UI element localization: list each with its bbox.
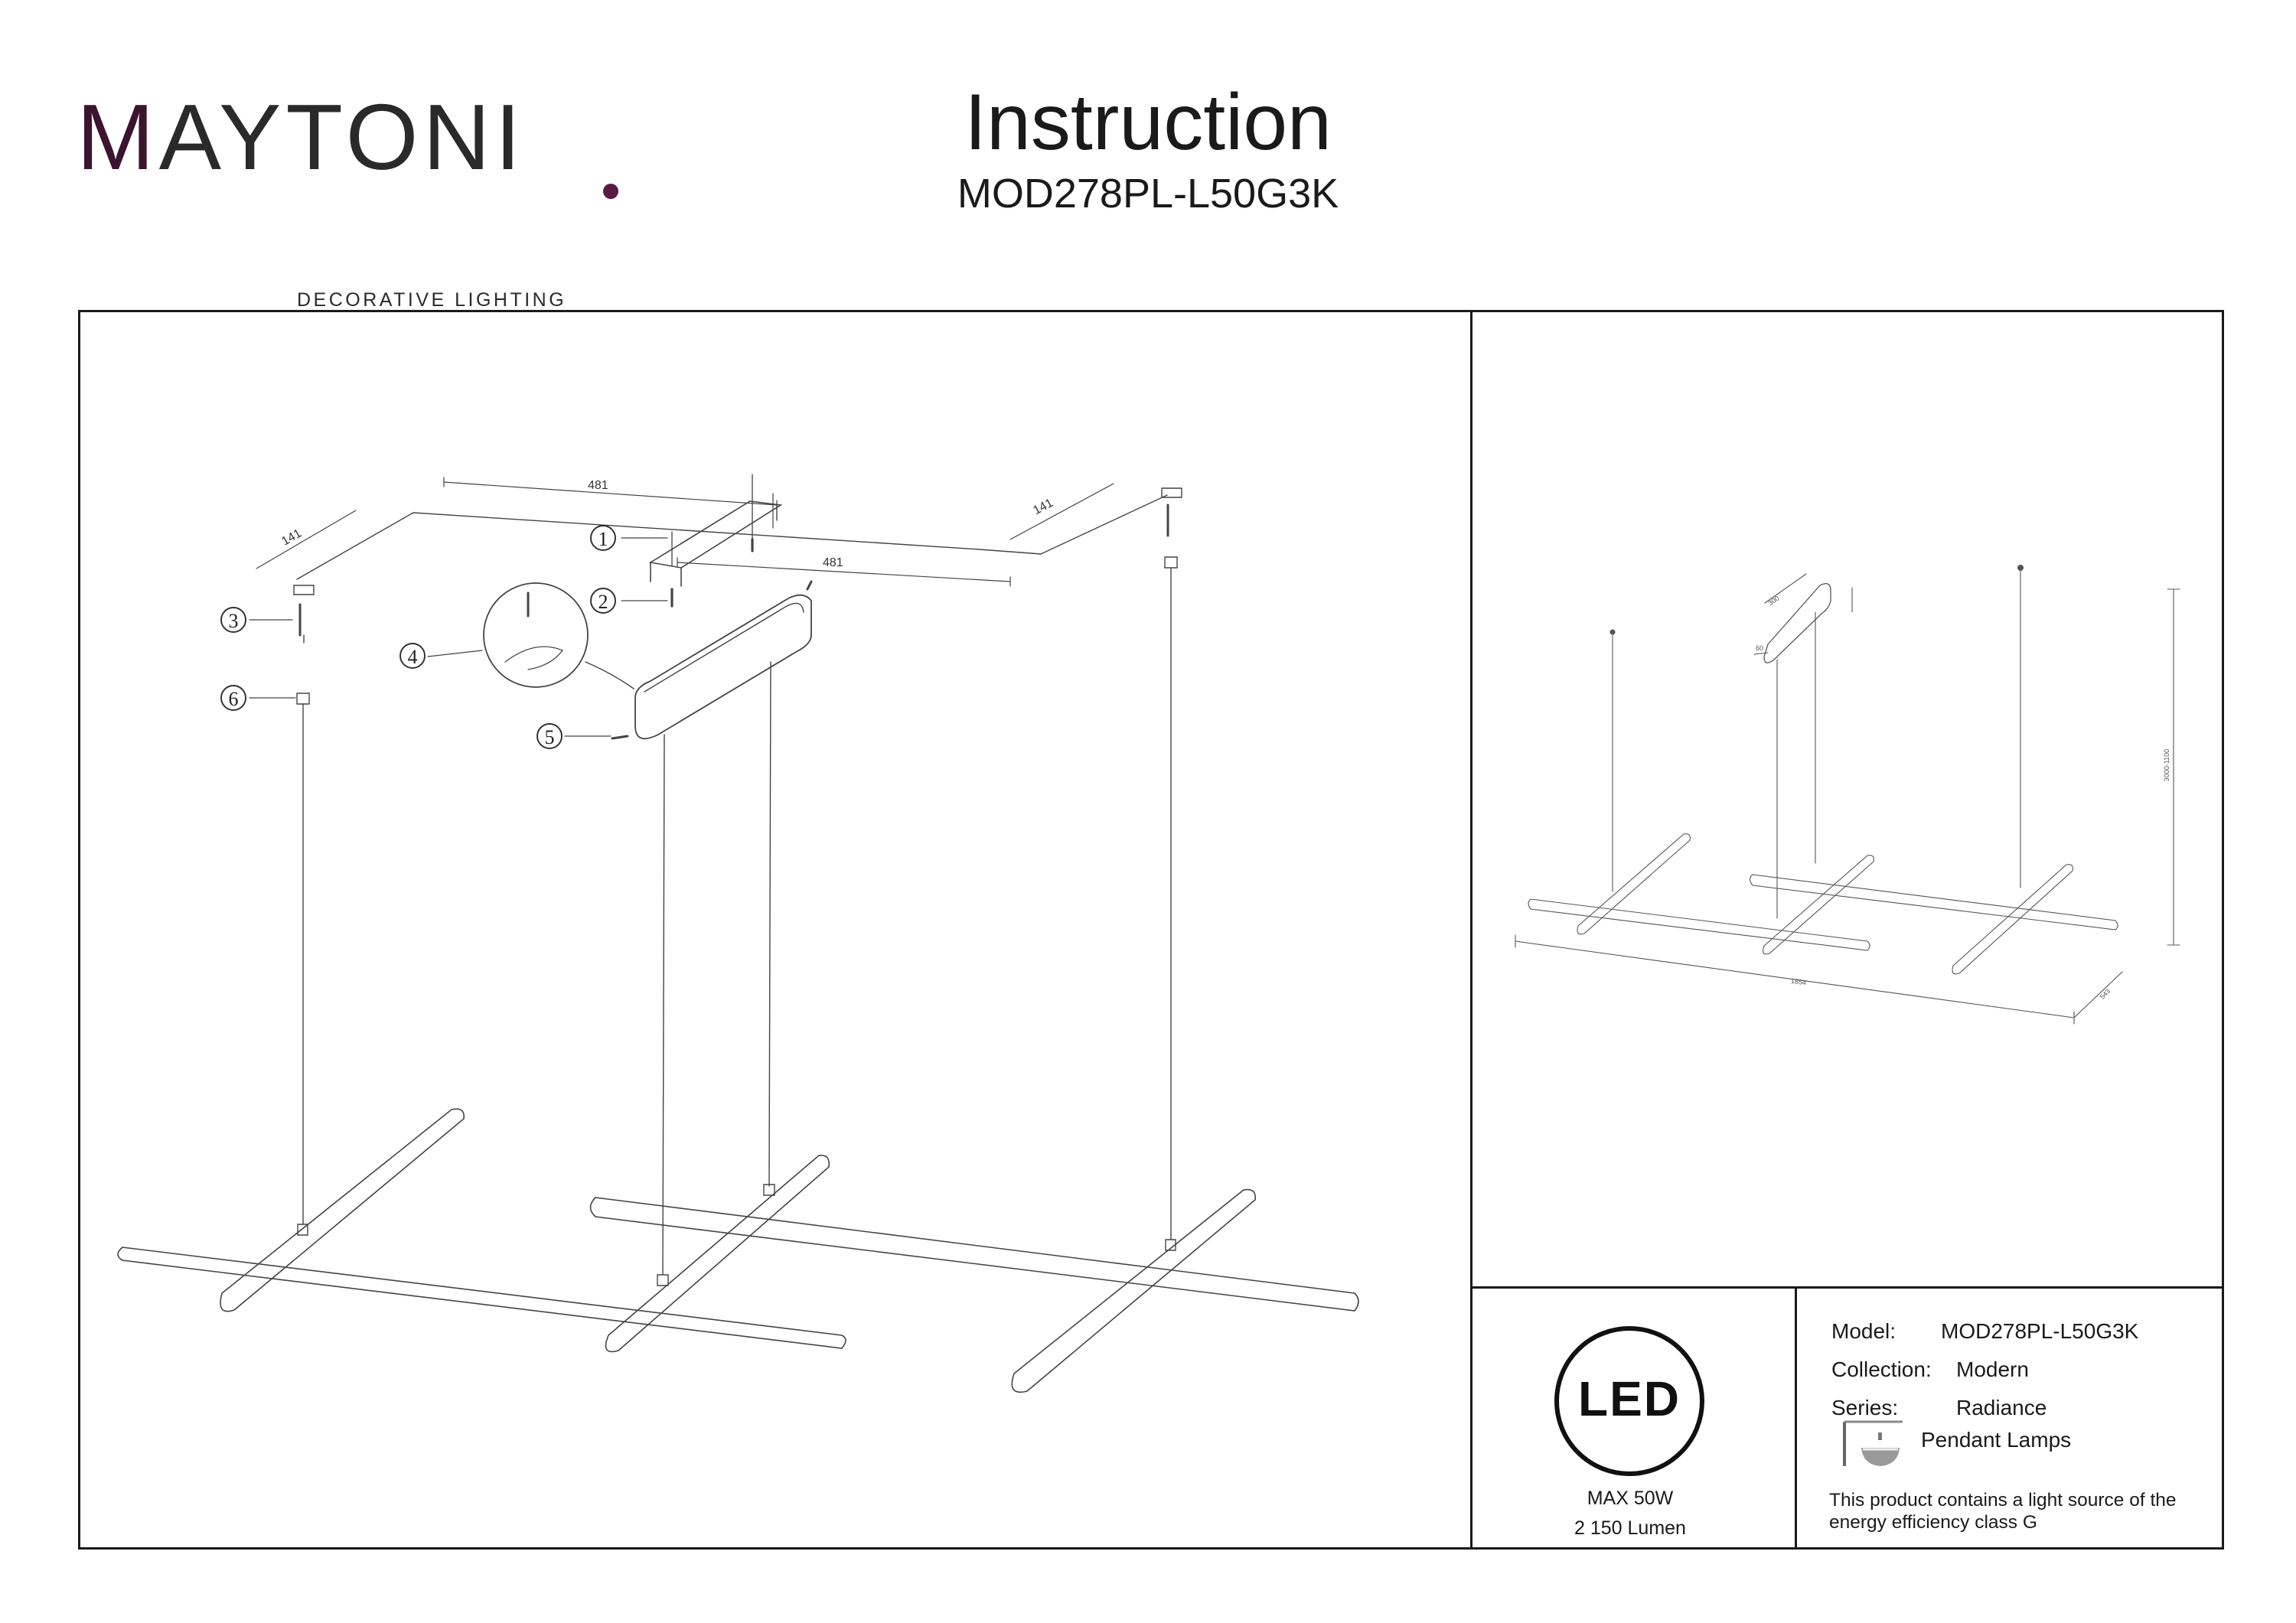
- overview-dimension-60: 60: [1756, 644, 1764, 652]
- ceiling-outline-right: [1041, 495, 1167, 554]
- callout-1: 1: [590, 525, 616, 551]
- brand-wordmark: MAYTONI: [77, 90, 526, 184]
- mounting-bracket: [651, 501, 781, 568]
- brand-logo: MAYTONI DECORATIVE LIGHTING: [77, 90, 618, 311]
- model-label: Model:: [1831, 1319, 1896, 1343]
- tube-center-diagonal: [606, 1155, 830, 1352]
- series-value: Radiance: [1956, 1396, 2047, 1419]
- cable-center-left: [663, 735, 664, 1274]
- lumen-output: 2 150 Lumen: [1574, 1517, 1686, 1539]
- brand-wordmark-m: M: [77, 85, 159, 189]
- category-value: Pendant Lamps: [1921, 1428, 2072, 1452]
- dimension-481-lower: 481: [823, 556, 843, 569]
- brand-wordmark-last: I: [494, 85, 526, 189]
- info-divider-vertical: [1795, 1286, 1797, 1550]
- cable-center-right: [769, 662, 771, 1186]
- instruction-frame: [78, 310, 2224, 1550]
- document-title: Instruction: [964, 78, 1332, 167]
- brand-wordmark-middle: AYTON: [158, 85, 495, 189]
- frame-divider-vertical: [1470, 310, 1473, 1550]
- tube-center-long: [591, 1198, 1359, 1311]
- tube-right-diagonal: [1012, 1190, 1255, 1393]
- overview-drawing: [1473, 312, 2224, 1286]
- model-value: MOD278PL-L50G3K: [1941, 1319, 2139, 1343]
- detail-magnifier: [484, 583, 588, 687]
- series-label: Series:: [1831, 1396, 1899, 1419]
- led-badge-circle: [1554, 1326, 1704, 1476]
- ceiling-outline: [297, 513, 1041, 579]
- callout-2: 2: [590, 588, 616, 614]
- canopy-body: [635, 595, 811, 739]
- led-badge-text: LED: [1578, 1371, 1681, 1426]
- tube-left-long: [118, 1247, 846, 1348]
- max-power: MAX 50W: [1587, 1488, 1674, 1509]
- overview-canopy: [1764, 584, 1831, 663]
- frame-divider-horizontal: [1470, 1286, 2224, 1289]
- dimension-481-top: 481: [588, 479, 608, 492]
- callout-5: 5: [536, 723, 563, 749]
- callout-6: 6: [220, 685, 246, 711]
- collection-value: Modern: [1956, 1357, 2029, 1381]
- collection-label: Collection:: [1831, 1357, 1932, 1381]
- tube-left-diagonal: [220, 1109, 464, 1311]
- brand-tagline: DECORATIVE LIGHTING: [297, 289, 567, 311]
- callout-3: 3: [220, 607, 246, 633]
- brand-logo-dot: [603, 184, 618, 199]
- assembly-drawing: [80, 312, 1470, 1547]
- document-model-code: MOD278PL-L50G3K: [957, 171, 1339, 217]
- callout-4: 4: [400, 643, 426, 669]
- overview-dimension-height: 3000-1100: [2163, 748, 2171, 782]
- pendant-lamp-icon: [1838, 1419, 1907, 1466]
- energy-efficiency-note: This product contains a light source of …: [1829, 1490, 2177, 1533]
